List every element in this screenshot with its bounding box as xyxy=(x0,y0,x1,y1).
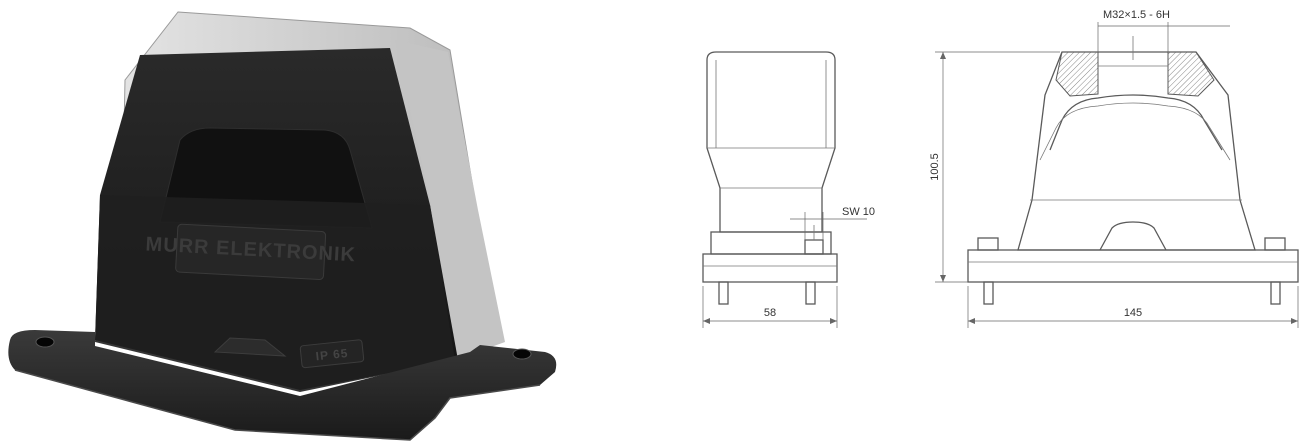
thread-section-right xyxy=(1167,51,1215,97)
product-photo: MURR ELEKTRONIK IP 65 xyxy=(8,11,557,441)
front-width-label: 145 xyxy=(1124,307,1142,319)
front-view-inner-arch xyxy=(1049,94,1223,151)
front-view-inner-arch-2 xyxy=(1039,102,1231,161)
side-view-bolt-head xyxy=(804,239,824,255)
mounting-hole-right xyxy=(512,348,532,360)
ip-rating-text: IP 65 xyxy=(315,346,349,363)
embossed-logo: MURR ELEKTRONIK xyxy=(145,223,356,280)
ip-rating-plate: IP 65 xyxy=(299,339,365,369)
side-view-upper-body xyxy=(706,51,836,233)
wrench-size-label: SW 10 xyxy=(842,206,875,218)
front-view-base-notch xyxy=(1099,221,1167,251)
thread-section-left xyxy=(1055,51,1099,97)
front-view-outer-profile xyxy=(1017,51,1256,251)
side-view-pin-right xyxy=(805,281,816,305)
front-view-drawing: M32×1.5 - 6H 100.5 145 xyxy=(929,9,1299,328)
side-view-base-plate xyxy=(702,253,838,283)
housing-side-face xyxy=(395,40,505,360)
thread-size-label: M32×1.5 - 6H xyxy=(1103,9,1170,21)
base-center-notch xyxy=(213,337,287,357)
front-view-pin-left xyxy=(983,281,994,305)
mounting-flange xyxy=(8,330,557,440)
front-view-pin-right xyxy=(1270,281,1281,305)
mounting-hole-left xyxy=(35,336,55,348)
height-label: 100.5 xyxy=(929,153,941,181)
side-view-pin-left xyxy=(718,281,729,305)
flange-front-edge xyxy=(14,369,541,441)
front-view-bolt-left xyxy=(977,237,999,251)
side-width-label: 58 xyxy=(764,307,776,319)
front-view-bolt-right xyxy=(1264,237,1286,251)
side-view-lower-band xyxy=(710,231,832,255)
side-view-drawing: SW 10 58 xyxy=(702,51,875,328)
front-view-base-plate xyxy=(967,249,1299,283)
